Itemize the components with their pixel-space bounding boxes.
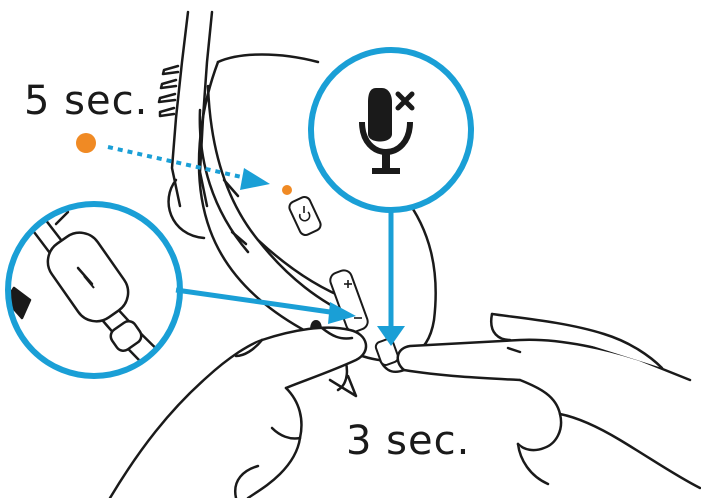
dotted-arrow	[107, 145, 247, 180]
earcup-controls	[287, 195, 400, 367]
left-hand	[108, 326, 368, 500]
arrow-to-volume	[175, 287, 331, 315]
plus-icon	[344, 280, 352, 288]
volume-rocker[interactable]	[328, 268, 370, 334]
mic-mute-button[interactable]	[374, 338, 400, 367]
microphone-muted-icon	[359, 88, 415, 174]
callout-arrows	[175, 212, 405, 346]
arrow-head-right	[328, 302, 356, 324]
zoom-detail-mute	[308, 47, 474, 213]
power-indicator	[76, 133, 292, 195]
arrow-head-down	[377, 326, 405, 346]
dotted-arrow-head	[240, 168, 270, 190]
right-hand	[396, 312, 701, 490]
headband	[157, 10, 214, 240]
power-icon	[298, 206, 311, 222]
mute-hold-duration: 3 sec.	[346, 418, 471, 464]
zoom-detail-volume	[5, 201, 183, 379]
power-button[interactable]	[287, 195, 322, 237]
led-indicator	[282, 185, 292, 195]
minus-icon-zoom	[83, 275, 95, 289]
power-hold-duration: 5 sec.	[24, 78, 149, 124]
orange-dot-start	[76, 133, 96, 153]
